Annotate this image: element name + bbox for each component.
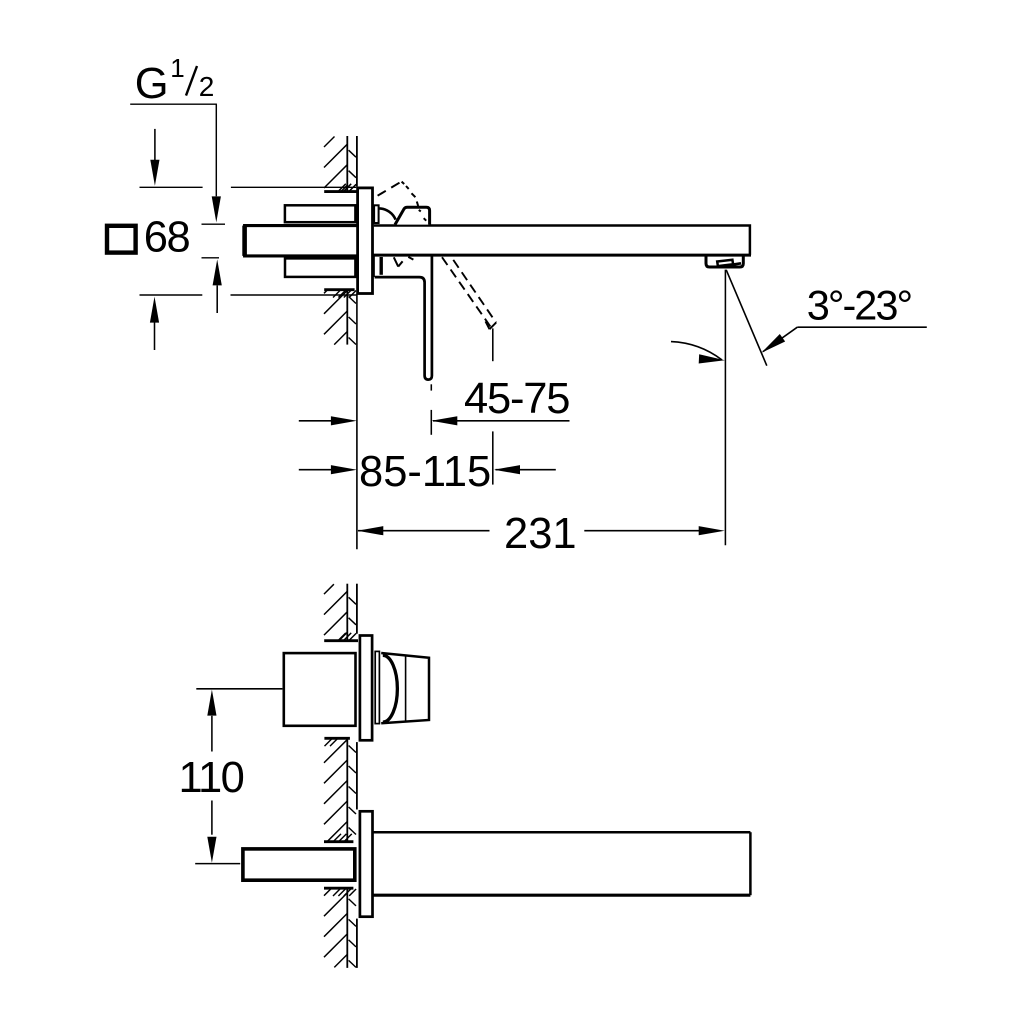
svg-text:68: 68 <box>144 214 190 262</box>
svg-text:85-115: 85-115 <box>359 448 491 496</box>
svg-text:G: G <box>135 60 169 108</box>
svg-text:3°-23°: 3°-23° <box>807 282 912 329</box>
svg-text:110: 110 <box>179 754 244 802</box>
svg-text:2: 2 <box>199 71 215 102</box>
svg-text:231: 231 <box>504 510 577 558</box>
svg-text:1: 1 <box>170 53 184 83</box>
svg-text:45-75: 45-75 <box>464 375 569 423</box>
